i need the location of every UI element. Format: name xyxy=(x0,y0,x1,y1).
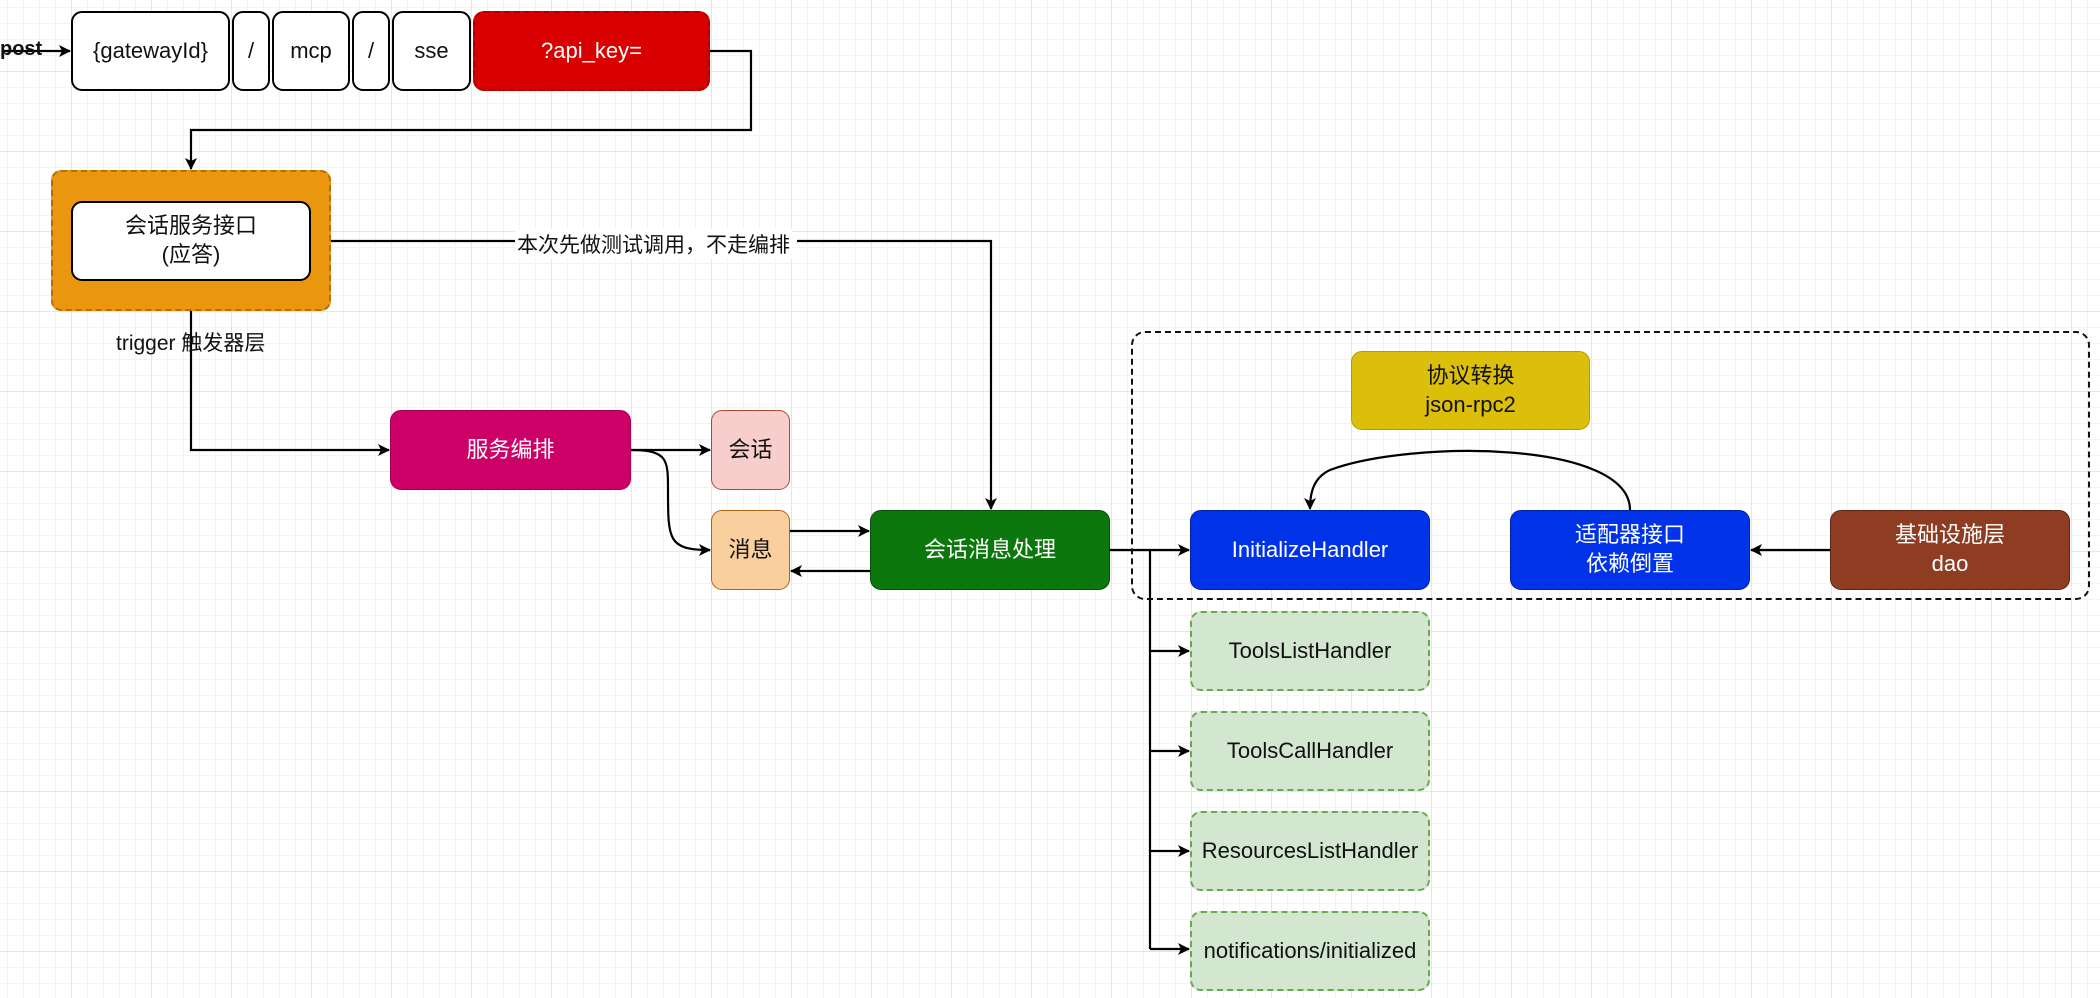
session-node[interactable]: 会话 xyxy=(711,410,790,490)
edge-adapter-to-initialize xyxy=(1304,449,1632,511)
edge-trigger-to-service xyxy=(189,281,390,456)
tools-list-handler-node[interactable]: ToolsListHandler xyxy=(1190,611,1430,691)
message-node[interactable]: 消息 xyxy=(711,510,790,590)
url-segment-sse[interactable]: sse xyxy=(392,11,471,91)
adapter-interface-node[interactable]: 适配器接口 依赖倒置 xyxy=(1510,510,1750,590)
protocol-conversion-node[interactable]: 协议转换 json-rpc2 xyxy=(1351,351,1590,430)
session-service-interface[interactable]: 会话服务接口 (应答) xyxy=(71,201,311,281)
url-segment-gatewayid[interactable]: {gatewayId} xyxy=(71,11,230,91)
url-segment-slash[interactable]: / xyxy=(352,11,390,91)
edge-apikey-to-trigger xyxy=(185,49,753,170)
resources-list-handler-node[interactable]: ResourcesListHandler xyxy=(1190,811,1430,891)
notifications-initialized-node[interactable]: notifications/initialized xyxy=(1190,911,1430,991)
post-method-label: post xyxy=(0,38,43,60)
direct-call-edge-label: 本次先做测试调用，不走编排 xyxy=(515,229,792,259)
url-segment-mcp[interactable]: mcp xyxy=(272,11,350,91)
infrastructure-layer-node[interactable]: 基础设施层 dao xyxy=(1830,510,2070,590)
trigger-layer-label: trigger 触发器层 xyxy=(116,332,266,355)
tools-call-handler-node[interactable]: ToolsCallHandler xyxy=(1190,711,1430,791)
domain-handler-group xyxy=(1131,331,2090,600)
edge-trigger-to-processor xyxy=(331,239,991,509)
initialize-handler-node[interactable]: InitializeHandler xyxy=(1190,510,1430,590)
service-orchestration-node[interactable]: 服务编排 xyxy=(390,410,631,490)
url-segment-slash[interactable]: / xyxy=(232,11,270,91)
url-segment-api-key[interactable]: ?api_key= xyxy=(473,11,710,91)
session-message-processor-node[interactable]: 会话消息处理 xyxy=(870,510,1110,590)
edge-service-to-message xyxy=(630,448,711,556)
